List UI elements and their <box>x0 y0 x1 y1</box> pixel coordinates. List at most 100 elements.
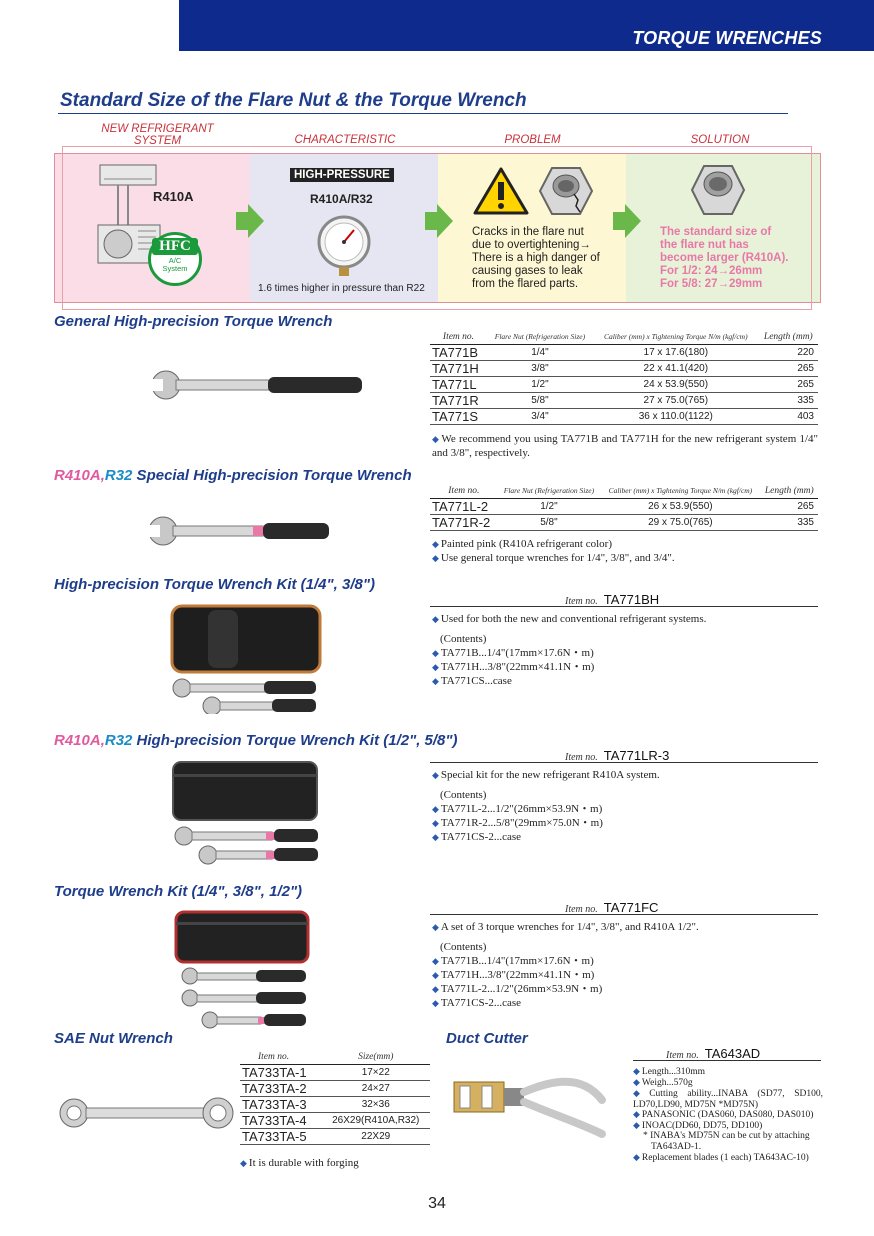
bullet-diamond-icon: ◆ <box>633 1152 640 1162</box>
page-number: 34 <box>428 1195 446 1212</box>
hfc-badge: HFC A/C System <box>148 232 202 286</box>
arrow-stem-2 <box>425 212 437 230</box>
bullet-diamond-icon: ◆ <box>633 1120 640 1130</box>
kit3-content-3: ◆TA771L-2...1/2"(26mm×53.9N・m) <box>432 983 603 995</box>
col-header-length: Length (mm) <box>758 330 818 345</box>
bullet-diamond-icon: ◆ <box>432 818 439 828</box>
pressure-note: 1.6 times higher in pressure than R22 <box>258 283 425 294</box>
col-head-system: NEW REFRIGERANT SYSTEM <box>101 123 214 147</box>
special-note-1: ◆Painted pink (R410A refrigerant color) <box>432 538 612 550</box>
col-head-solution: SOLUTION <box>690 134 750 146</box>
col-head-problem: PROBLEM <box>504 134 561 146</box>
duct-item-rule <box>633 1060 821 1061</box>
characteristic-refrigerant: R410A/R32 <box>310 192 373 206</box>
section-title-special: R410A,R32 Special High-precision Torque … <box>54 467 412 484</box>
col-header-flare: Flare Nut (Refrigeration Size) <box>497 484 601 499</box>
kit3-item-rule <box>430 914 818 915</box>
section-title-sae: SAE Nut Wrench <box>54 1030 173 1047</box>
section-title-kit2: R410A,R32 High-precision Torque Wrench K… <box>54 732 458 749</box>
warning-icon <box>473 167 529 215</box>
solution-text: The standard size of the flare nut has b… <box>660 226 789 290</box>
bullet-diamond-icon: ◆ <box>432 539 439 549</box>
kit3-content-1: ◆TA771B...1/4"(17mm×17.6N・m) <box>432 955 594 967</box>
col-header-item: Item no. <box>430 484 498 499</box>
bullet-diamond-icon: ◆ <box>432 434 440 444</box>
special-note-2: ◆Use general torque wrenches for 1/4", 3… <box>432 552 675 564</box>
general-note: ◆We recommend you using TA771B and TA771… <box>432 433 819 459</box>
kit1-contents-label: (Contents) <box>440 633 487 645</box>
duct-item: Item no.TA643AD <box>666 1046 761 1061</box>
bullet-diamond-icon: ◆ <box>432 662 439 672</box>
bullet-diamond-icon: ◆ <box>633 1088 648 1098</box>
kit1-content-2: ◆TA771H...3/8"(22mm×41.1N・m) <box>432 661 595 673</box>
bullet-diamond-icon: ◆ <box>633 1066 640 1076</box>
section-title-kit1: High-precision Torque Wrench Kit (1/4", … <box>54 576 375 593</box>
kit3-content-2: ◆TA771H...3/8"(22mm×41.1N・m) <box>432 969 595 981</box>
arrow-right-icon <box>248 204 264 238</box>
panel-inner-frame <box>62 146 812 310</box>
arrow-stem-3 <box>613 212 625 230</box>
general-spec-table: Item no.Flare Nut (Refrigeration Size)Ca… <box>430 330 818 425</box>
sae-note: ◆It is durable with forging <box>240 1157 359 1169</box>
panel-problem <box>438 153 626 303</box>
bullet-diamond-icon: ◆ <box>432 770 439 780</box>
panel-frame <box>54 153 821 303</box>
col-header-caliber: Caliber (mm) x Tightening Torque N/m (kg… <box>600 484 761 499</box>
problem-text: Cracks in the flare nut due to overtight… <box>472 226 600 290</box>
bullet-diamond-icon: ◆ <box>240 1158 247 1168</box>
bullet-diamond-icon: ◆ <box>432 832 439 842</box>
bullet-diamond-icon: ◆ <box>432 553 439 563</box>
torque-wrench-image <box>151 370 362 400</box>
bullet-diamond-icon: ◆ <box>432 956 439 966</box>
kit2-item: Item no.TA771LR-3 <box>565 748 670 763</box>
kit3-case-and-wrenches-image <box>174 910 310 1029</box>
kit3-item: Item no.TA771FC <box>565 900 659 915</box>
arrow-stem-1 <box>236 212 248 230</box>
kit1-item: Item no.TA771BH <box>565 592 660 607</box>
duct-spec-4: ◆PANASONIC (DAS060, DAS080, DAS010) <box>633 1109 814 1120</box>
kit3-contents-label: (Contents) <box>440 941 487 953</box>
section-title-general: General High-precision Torque Wrench <box>54 313 333 330</box>
high-pressure-tag: HIGH-PRESSURE <box>290 168 394 182</box>
kit1-item-rule <box>430 606 818 607</box>
col-header-caliber: Caliber (mm) x Tightening Torque N/m (kg… <box>592 330 759 345</box>
kit2-desc: ◆Special kit for the new refrigerant R41… <box>432 769 660 781</box>
main-title: Standard Size of the Flare Nut & the Tor… <box>60 90 527 111</box>
title-underline <box>58 113 788 114</box>
header-bar <box>179 0 874 51</box>
bullet-diamond-icon: ◆ <box>432 614 439 624</box>
kit2-contents-label: (Contents) <box>440 789 487 801</box>
col-header-size: Size(mm) <box>321 1050 430 1065</box>
special-spec-table: Item no.Flare Nut (Refrigeration Size)Ca… <box>430 484 818 531</box>
duct-spec-5: ◆INOAC(DD60, DD75, DD100) <box>633 1120 763 1131</box>
col-header-flare: Flare Nut (Refrigeration Size) <box>486 330 593 345</box>
hfc-badge-main: HFC <box>152 238 198 255</box>
header-title: TORQUE WRENCHES <box>632 28 822 48</box>
system-refrigerant: R410A <box>153 189 194 204</box>
bullet-diamond-icon: ◆ <box>432 804 439 814</box>
col-head-characteristic: CHARACTERISTIC <box>294 134 396 146</box>
section-title-kit3: Torque Wrench Kit (1/4", 3/8", 1/2") <box>54 883 303 900</box>
duct-replacement: ◆Replacement blades (1 each) TA643AC-10) <box>633 1152 809 1163</box>
kit2-content-2: ◆TA771R-2...5/8"(29mm×75.0N・m) <box>432 817 603 829</box>
bullet-diamond-icon: ◆ <box>633 1077 640 1087</box>
duct-spec-3: ◆Cutting ability...INABA (SD77, SD100, L… <box>633 1088 824 1110</box>
duct-spec-1: ◆Length...310mm <box>633 1066 705 1077</box>
col-header-length: Length (mm) <box>760 484 818 499</box>
col-header-item: Item no. <box>240 1050 322 1065</box>
kit1-content-3: ◆TA771CS...case <box>432 675 512 687</box>
bullet-diamond-icon: ◆ <box>432 648 439 658</box>
kit2-content-1: ◆TA771L-2...1/2"(26mm×53.9N・m) <box>432 803 603 815</box>
kit2-case-and-wrenches-image <box>172 761 318 865</box>
section-title-duct: Duct Cutter <box>446 1030 528 1047</box>
bullet-diamond-icon: ◆ <box>432 922 439 932</box>
duct-spec-2: ◆Weigh...570g <box>633 1077 693 1088</box>
